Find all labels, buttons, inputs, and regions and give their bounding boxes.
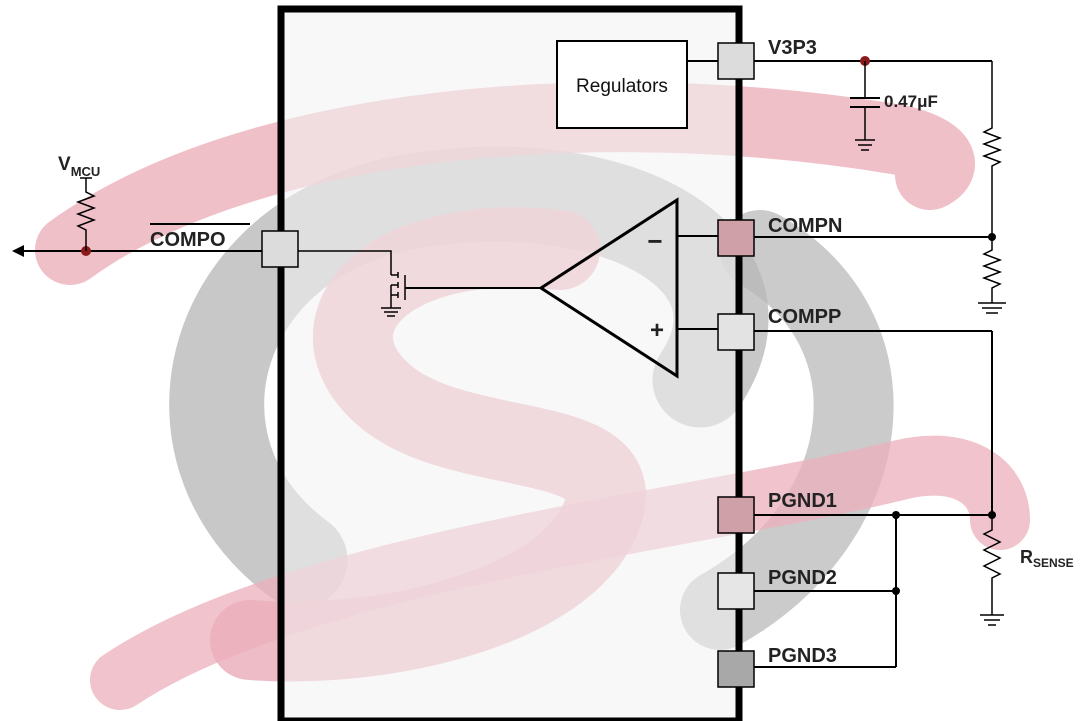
pgnd2-label: PGND2	[768, 567, 837, 589]
vmcu-pullup-resistor	[75, 178, 97, 251]
pad-pgnd2	[717, 572, 755, 610]
divider-resistor-bottom	[981, 237, 1003, 303]
comparator	[538, 197, 679, 379]
pad-v3p3	[717, 42, 755, 80]
pad-compn	[717, 219, 755, 257]
output-arrow	[12, 245, 24, 257]
compn-label: COMPN	[768, 215, 842, 237]
v3p3-label: V3P3	[768, 37, 817, 59]
pgnd3-label: PGND3	[768, 645, 837, 667]
comparator-minus: −	[647, 226, 662, 256]
regulators-label: Regulators	[576, 76, 668, 97]
watermark-gray-arc-right	[680, 210, 894, 650]
pad-pgnd1	[717, 496, 755, 534]
capacitor-label: 0.47μF	[884, 92, 938, 111]
mosfet	[298, 250, 406, 317]
rsense-resistor	[982, 515, 1002, 615]
divider-resistor-top	[981, 61, 1003, 237]
compp-label: COMPP	[768, 306, 841, 328]
rsense-label: RSENSE	[1020, 547, 1074, 570]
vmcu-label: VMCU	[58, 154, 100, 179]
comparator-plus: +	[650, 317, 664, 344]
pad-pgnd3	[717, 650, 755, 688]
compo-label: COMPO	[150, 229, 226, 251]
regulators-block	[556, 40, 688, 129]
pad-compo	[261, 230, 299, 268]
pad-compp	[717, 313, 755, 351]
capacitor	[850, 61, 880, 151]
pgnd1-label: PGND1	[768, 490, 837, 512]
